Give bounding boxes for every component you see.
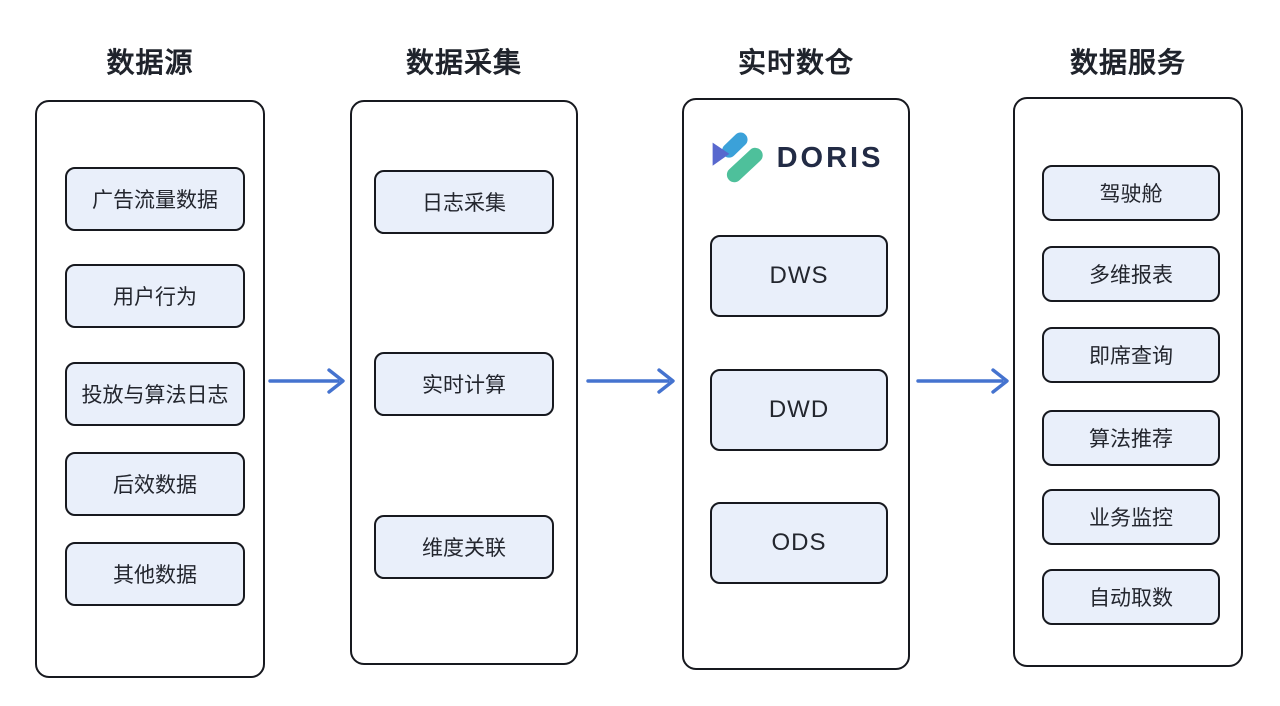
arrow-right-icon [268, 368, 345, 394]
data-services-container: 驾驶舱 多维报表 即席查询 算法推荐 业务监控 自动取数 [1013, 97, 1243, 667]
node-cockpit: 驾驶舱 [1042, 165, 1220, 221]
arrow-right-icon [916, 368, 1009, 394]
column-title-realtime-dw: 实时数仓 [737, 47, 854, 78]
node-dimension-join: 维度关联 [374, 515, 554, 579]
realtime-dw-container: DORIS DWS DWD ODS [682, 98, 910, 670]
node-business-monitor: 业务监控 [1042, 489, 1220, 545]
node-user-behavior: 用户行为 [65, 264, 245, 328]
node-dws: DWS [710, 235, 888, 317]
data-collection-container: 日志采集 实时计算 维度关联 [350, 100, 578, 665]
column-title-data-collection: 数据采集 [405, 47, 522, 78]
column-title-data-services: 数据服务 [1069, 47, 1186, 78]
data-sources-container: 广告流量数据 用户行为 投放与算法日志 后效数据 其他数据 [35, 100, 265, 678]
node-dwd: DWD [710, 369, 888, 451]
node-post-effect-data: 后效数据 [65, 452, 245, 516]
doris-logo-icon [712, 132, 763, 183]
doris-logo: DORIS [684, 126, 908, 190]
node-realtime-compute: 实时计算 [374, 352, 554, 416]
node-ad-traffic-data: 广告流量数据 [65, 167, 245, 231]
node-adhoc-query: 即席查询 [1042, 327, 1220, 383]
node-auto-data-fetch: 自动取数 [1042, 569, 1220, 625]
node-multidim-report: 多维报表 [1042, 246, 1220, 302]
arrow-right-icon [586, 368, 675, 394]
node-log-collection: 日志采集 [374, 170, 554, 234]
node-delivery-algorithm-logs: 投放与算法日志 [65, 362, 245, 426]
node-algo-recommend: 算法推荐 [1042, 410, 1220, 466]
doris-logo-text: DORIS [776, 141, 884, 174]
node-ods: ODS [710, 502, 888, 584]
column-title-data-sources: 数据源 [106, 47, 194, 78]
node-other-data: 其他数据 [65, 542, 245, 606]
